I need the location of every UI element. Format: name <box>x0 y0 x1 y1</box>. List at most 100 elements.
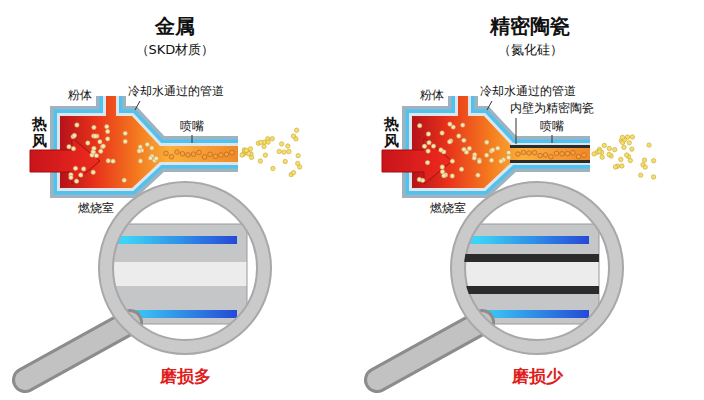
powder-particle <box>266 140 270 144</box>
powder-particle <box>164 151 169 156</box>
powder-particle <box>71 146 75 150</box>
powder-particle <box>93 134 97 138</box>
powder-particle <box>426 132 430 136</box>
powder-particle <box>291 170 295 174</box>
cooling-pipe-label: 冷却水通过的管道 <box>128 84 224 98</box>
powder-particle <box>427 140 431 144</box>
panel-title: 精密陶瓷 <box>490 14 570 38</box>
powder-particle <box>296 153 300 157</box>
powder-particle <box>248 147 252 151</box>
powder-particle <box>73 166 77 170</box>
powder-particle <box>628 158 632 162</box>
powder-particle <box>447 140 451 144</box>
powder-particle <box>422 144 426 148</box>
panel-title: 金属 <box>155 14 195 38</box>
powder-particle <box>600 155 604 159</box>
powder-particle <box>462 138 466 142</box>
powder-particle <box>476 173 480 177</box>
powder-particle <box>224 152 229 157</box>
powder-particle <box>92 125 96 129</box>
powder-particle <box>484 153 488 157</box>
wear-result: 磨损少 <box>512 366 563 386</box>
powder-particle <box>286 144 290 148</box>
powder-particle <box>627 141 631 145</box>
powder-particle <box>630 135 634 139</box>
powder-particle <box>485 140 489 144</box>
powder-particle <box>457 134 461 138</box>
powder-particle <box>81 167 85 171</box>
chamber-label: 燃烧室 <box>78 201 114 215</box>
powder-particle <box>208 152 213 157</box>
powder-particle <box>613 165 617 169</box>
nozzle-label: 喷嘴 <box>540 119 564 133</box>
powder-particle <box>137 149 141 153</box>
powder-particle <box>202 155 207 160</box>
wear-result: 磨损多 <box>160 366 211 386</box>
powder-particle <box>213 154 218 159</box>
powder-particle <box>538 153 543 158</box>
powder-particle <box>499 159 503 163</box>
powder-particle <box>258 159 262 163</box>
powder-particle <box>294 128 298 132</box>
powder-particle <box>111 159 115 163</box>
powder-particle <box>270 137 274 141</box>
powder-particle <box>477 159 481 163</box>
powder-label: 粉体 <box>420 88 444 102</box>
powder-particle <box>592 152 596 156</box>
ceramic-wall-label: 内壁为精密陶瓷 <box>510 101 594 115</box>
powder-particle <box>122 178 126 182</box>
powder-particle <box>259 140 263 144</box>
powder-particle <box>527 151 532 156</box>
powder-particle <box>418 123 422 127</box>
powder-particle <box>123 139 127 143</box>
powder-particle <box>230 150 235 155</box>
powder-particle <box>607 146 611 150</box>
powder-particle <box>425 160 429 164</box>
powder-particle <box>560 151 565 156</box>
powder-particle <box>277 149 281 153</box>
powder-particle <box>191 152 196 157</box>
powder-particle <box>440 131 444 135</box>
powder-particle <box>516 152 521 157</box>
powder-particle <box>451 125 455 129</box>
powder-particle <box>620 135 624 139</box>
powder-particle <box>271 166 275 170</box>
panel-subtitle: （氮化硅） <box>498 42 563 58</box>
powder-particle <box>154 156 158 160</box>
powder-particle <box>431 144 435 148</box>
powder-particle <box>439 148 443 152</box>
powder-particle <box>100 144 104 148</box>
powder-particle <box>461 123 465 127</box>
powder-particle <box>74 179 78 183</box>
powder-particle <box>262 144 266 148</box>
powder-particle <box>643 165 647 169</box>
powder-particle <box>607 152 611 156</box>
powder-particle <box>472 156 476 160</box>
powder-particle <box>287 149 291 153</box>
hot-air-label: 热风 <box>384 116 399 149</box>
powder-particle <box>240 153 244 157</box>
powder-particle <box>138 159 142 163</box>
powder-particle <box>565 151 570 156</box>
powder-particle <box>145 142 149 146</box>
powder-particle <box>69 175 73 179</box>
powder-particle <box>105 124 109 128</box>
powder-particle <box>105 129 109 133</box>
powder-particle <box>180 151 185 156</box>
hot-air-label: 热风 <box>32 116 47 149</box>
powder-particle <box>450 174 454 178</box>
powder-particle <box>582 153 587 158</box>
powder-particle <box>576 154 581 159</box>
powder-particle <box>462 147 466 151</box>
powder-particle <box>440 165 444 169</box>
powder-particle <box>101 144 105 148</box>
powder-particle <box>620 164 624 168</box>
powder-particle <box>622 145 626 149</box>
powder-particle <box>651 175 655 179</box>
powder-label: 粉体 <box>68 88 92 102</box>
powder-particle <box>450 159 454 163</box>
powder-particle <box>169 154 174 159</box>
powder-particle <box>279 142 283 146</box>
powder-particle <box>291 134 295 138</box>
